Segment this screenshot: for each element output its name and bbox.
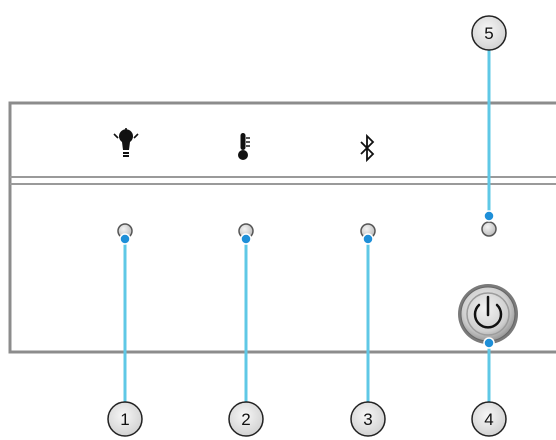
- callout-3: 3: [350, 401, 386, 437]
- callout-4: 4: [471, 401, 507, 437]
- power-icon: [473, 295, 503, 329]
- leader-dot-1: [119, 233, 131, 245]
- leader-dot-3: [362, 233, 374, 245]
- bluetooth-icon: [360, 133, 375, 163]
- callout-number: 5: [484, 24, 493, 43]
- callout-number: 1: [120, 410, 129, 429]
- leader-dot-4: [483, 337, 495, 349]
- panel-outline: [8, 101, 556, 354]
- callout-number: 3: [363, 410, 372, 429]
- power-led: [481, 221, 497, 237]
- leader-dots: [119, 210, 495, 349]
- leader-dot-2: [240, 233, 252, 245]
- control-panel: [8, 101, 556, 354]
- callout-2: 2: [228, 401, 264, 437]
- callout-5: 5: [471, 15, 507, 51]
- callout-number: 4: [484, 410, 493, 429]
- callout-number: 2: [241, 410, 250, 429]
- lamp-icon: [113, 128, 139, 157]
- leader-lines: [123, 47, 491, 408]
- power-button[interactable]: [458, 284, 518, 344]
- leader-dot-5: [483, 210, 495, 222]
- callout-1: 1: [107, 401, 143, 437]
- thermometer-icon: [238, 133, 250, 160]
